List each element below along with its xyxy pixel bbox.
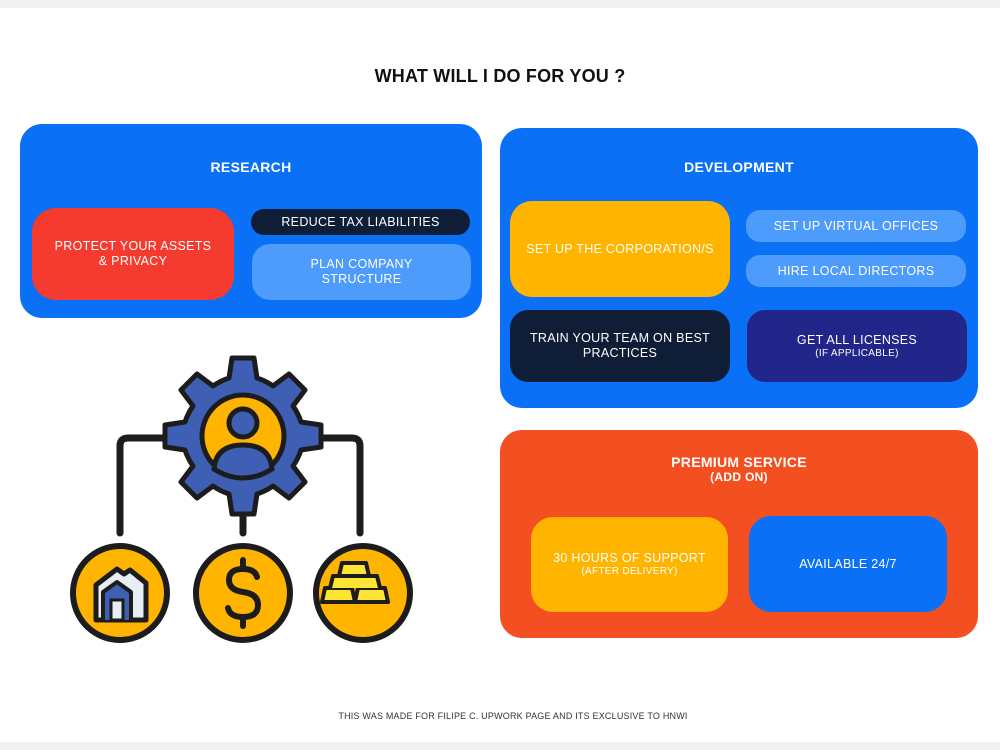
org-illustration	[70, 355, 413, 643]
footer-note: THIS WAS MADE FOR FILIPE C. UPWORK PAGE …	[338, 711, 688, 721]
licenses-card[interactable]: GET ALL LICENSES (IF APPLICABLE)	[747, 310, 967, 382]
train-team-line-2: PRACTICES	[582, 346, 658, 360]
house-icon	[70, 543, 170, 643]
corporation-label: SET UP THE CORPORATION/S	[526, 241, 714, 256]
protect-assets-line-2: & PRIVACY	[98, 254, 168, 268]
research-title: RESEARCH	[210, 159, 292, 175]
protect-assets-card[interactable]: PROTECT YOUR ASSETS & PRIVACY	[32, 208, 234, 300]
premium-subtitle: (ADD ON)	[710, 470, 768, 484]
dollar-icon	[193, 543, 293, 643]
train-team-line-1: TRAIN YOUR TEAM ON BEST	[529, 331, 711, 345]
reduce-tax-label: REDUCE TAX LIABILITIES	[281, 214, 440, 229]
premium-panel: PREMIUM SERVICE (ADD ON) 30 HOURS OF SUP…	[500, 430, 978, 638]
licenses-label: GET ALL LICENSES	[796, 332, 918, 347]
support-label: 30 HOURS OF SUPPORT	[553, 551, 706, 565]
page-title: WHAT WILL I DO FOR YOU ?	[374, 66, 626, 86]
person-icon	[211, 406, 275, 481]
reduce-tax-card[interactable]: REDUCE TAX LIABILITIES	[251, 209, 470, 235]
licenses-note: (IF APPLICABLE)	[815, 347, 899, 359]
research-panel: RESEARCH PROTECT YOUR ASSETS & PRIVACY R…	[20, 124, 482, 318]
support-card[interactable]: 30 HOURS OF SUPPORT (AFTER DELIVERY)	[531, 517, 728, 612]
premium-title: PREMIUM SERVICE	[671, 454, 807, 470]
development-panel: DEVELOPMENT SET UP THE CORPORATION/S SET…	[500, 128, 978, 408]
corporation-card[interactable]: SET UP THE CORPORATION/S	[510, 201, 730, 297]
availability-label: AVAILABLE 24/7	[799, 556, 897, 571]
local-directors-label: HIRE LOCAL DIRECTORS	[777, 263, 935, 278]
plan-structure-line-2: STRUCTURE	[321, 272, 402, 286]
development-title: DEVELOPMENT	[684, 159, 794, 175]
virtual-offices-card[interactable]: SET UP VIRTUAL OFFICES	[746, 210, 966, 242]
train-team-card[interactable]: TRAIN YOUR TEAM ON BEST PRACTICES	[510, 310, 730, 382]
support-note: (AFTER DELIVERY)	[581, 566, 678, 577]
local-directors-card[interactable]: HIRE LOCAL DIRECTORS	[746, 255, 966, 287]
protect-assets-line-1: PROTECT YOUR ASSETS	[54, 239, 212, 253]
page: WHAT WILL I DO FOR YOU ? RESEARCH PROTEC…	[0, 8, 1000, 742]
plan-structure-card[interactable]: PLAN COMPANY STRUCTURE	[252, 244, 471, 300]
gold-bars-icon	[313, 543, 413, 643]
virtual-offices-label: SET UP VIRTUAL OFFICES	[773, 218, 939, 233]
availability-card[interactable]: AVAILABLE 24/7	[749, 516, 947, 612]
plan-structure-line-1: PLAN COMPANY	[310, 257, 413, 271]
